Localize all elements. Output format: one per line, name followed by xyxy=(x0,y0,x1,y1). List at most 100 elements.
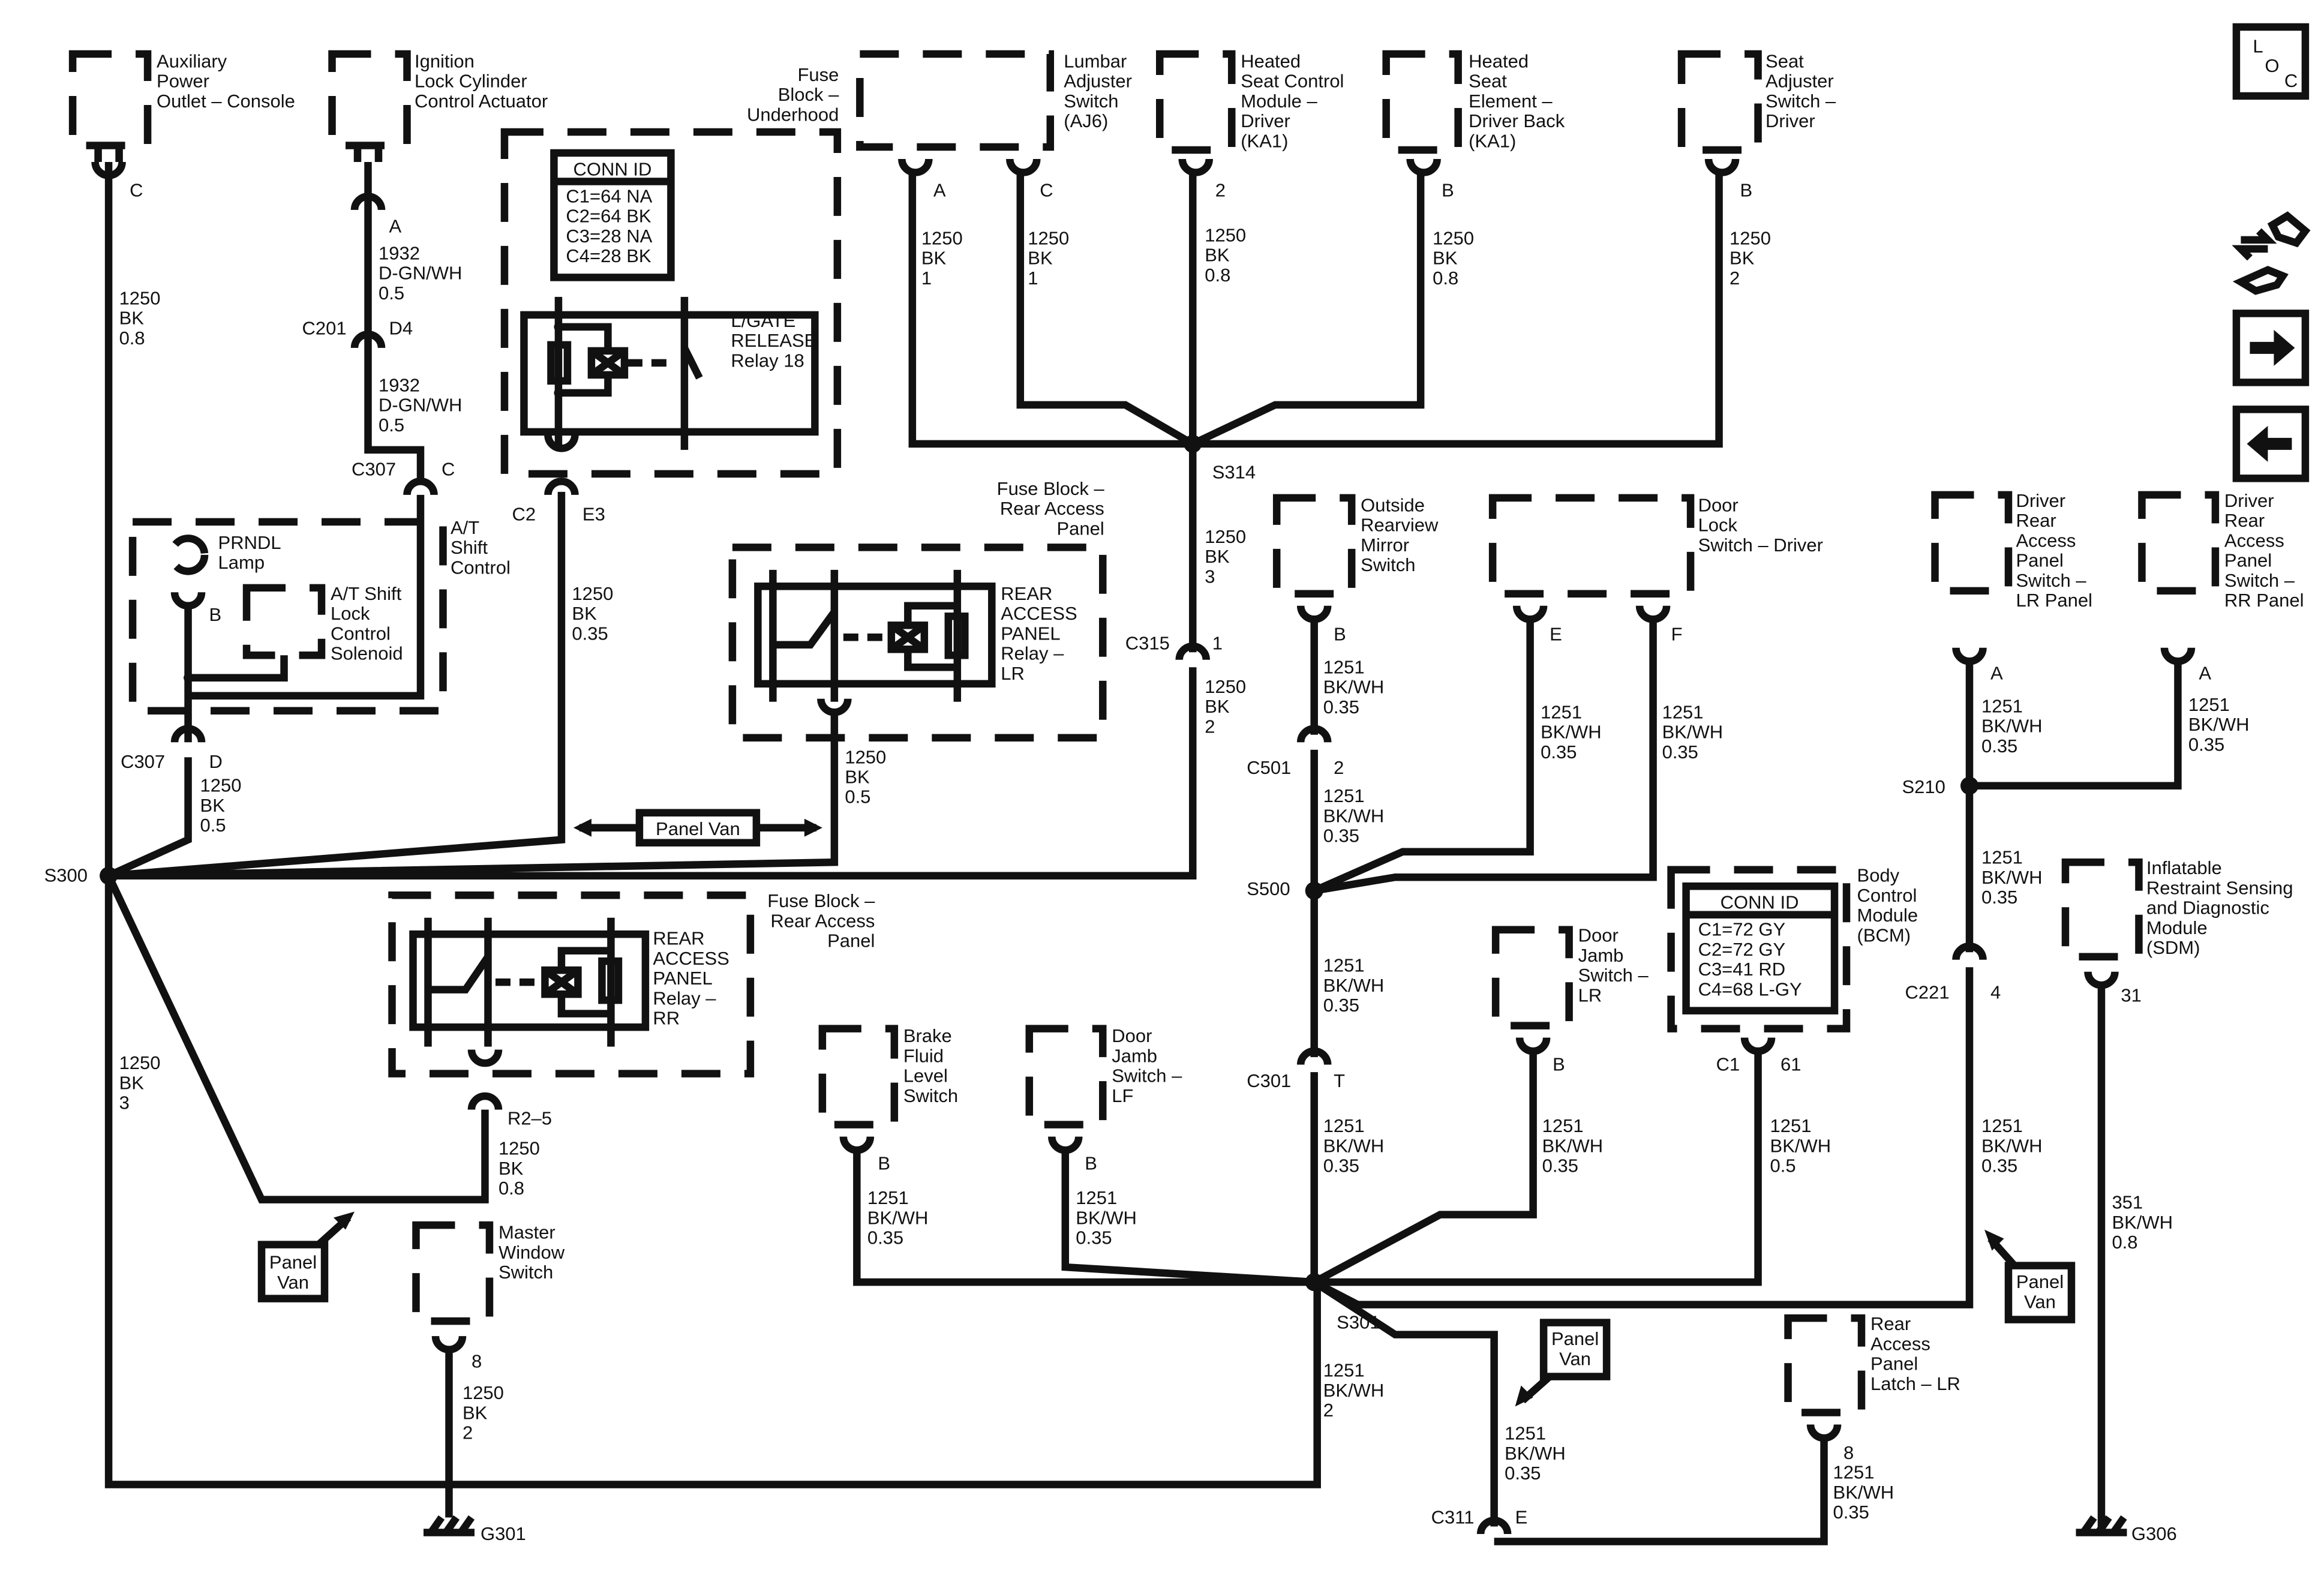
splice-nodes xyxy=(100,322,1978,1292)
label-S210: S210 xyxy=(1902,776,1945,797)
label-C201: C201 xyxy=(302,317,347,338)
service-hand-icon xyxy=(2232,211,2311,295)
label-pin-E3: E3 xyxy=(582,503,605,524)
connector-pins xyxy=(91,146,2196,1535)
label-pin-2-heated: 2 xyxy=(1215,179,1226,200)
wires xyxy=(104,161,2182,1545)
arrow-left-icon xyxy=(2232,406,2310,482)
label-pin-E-c311: E xyxy=(1515,1507,1528,1528)
label-C315: C315 xyxy=(1125,632,1170,653)
label-pin-8-latch: 8 xyxy=(1843,1442,1854,1463)
label-pin-C-c307: C xyxy=(442,458,455,479)
label-G301: G301 xyxy=(481,1523,526,1544)
label-pin-F-lock: F xyxy=(1671,623,1683,644)
label-pin-D4: D4 xyxy=(389,317,413,338)
label-C221: C221 xyxy=(1905,982,1950,1003)
arrow-right-icon xyxy=(2232,310,2310,386)
label-pin-D: D xyxy=(209,751,223,772)
panel-van-range-arrow xyxy=(573,809,822,846)
label-C501: C501 xyxy=(1247,757,1291,778)
label-pin-C-aux: C xyxy=(130,179,143,200)
label-pin-1-c315: 1 xyxy=(1212,632,1223,653)
label-pin-B-brake: B xyxy=(878,1153,890,1174)
label-loc-C: C xyxy=(2284,70,2298,91)
label-R2-5: R2–5 xyxy=(508,1108,552,1129)
label-loc-O: O xyxy=(2265,55,2279,76)
label-pin-4: 4 xyxy=(1990,982,2001,1003)
label-G306: G306 xyxy=(2131,1523,2177,1544)
lgate-conn-title: CONN ID xyxy=(574,158,652,179)
label-C307-top: C307 xyxy=(352,458,396,479)
lgate-relay-schematic xyxy=(520,296,819,450)
bcm-conn-title: CONN ID xyxy=(1721,892,1799,913)
label-pin-B-prndl: B xyxy=(209,604,222,625)
loc-icon xyxy=(2232,23,2310,100)
label-pin-A-lumbar: A xyxy=(933,179,946,200)
conn-id-tables xyxy=(550,149,1839,1014)
label-pin-E-lock: E xyxy=(1550,623,1562,644)
label-pin-31: 31 xyxy=(2121,985,2141,1006)
relay-lr-schematic xyxy=(754,569,996,702)
label-C2: C2 xyxy=(512,503,536,524)
label-S314: S314 xyxy=(1212,461,1256,482)
label-C307-bot: C307 xyxy=(121,751,165,772)
label-pin-T: T xyxy=(1334,1070,1345,1091)
label-pin-A-lr: A xyxy=(1990,662,2003,683)
label-panel-van-arrow: Panel Van xyxy=(656,818,740,839)
label-pin-C-lumbar: C xyxy=(1040,179,1053,200)
ground-g301-icon xyxy=(423,1484,475,1536)
relay-rr-schematic xyxy=(409,917,650,1047)
label-pin-B-elem: B xyxy=(1442,179,1454,200)
